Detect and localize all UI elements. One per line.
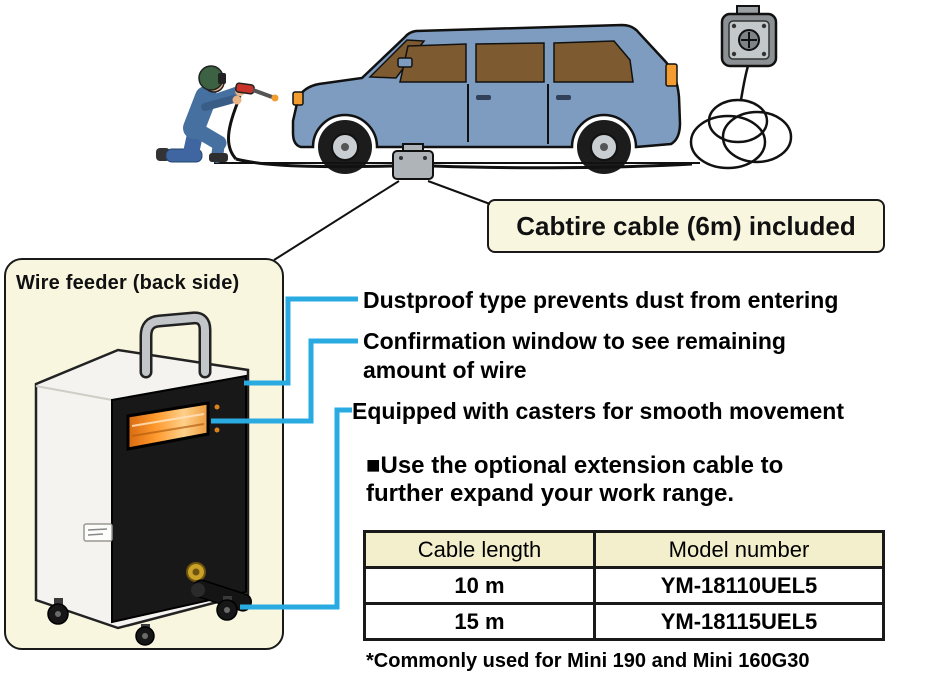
side-mirror [397,57,413,68]
leader-to-panel [273,180,400,261]
remote-control-device [720,5,778,68]
header-cable-length: Cable length [363,530,596,569]
cable-connector-box [273,143,491,261]
leader-to-callout [427,180,491,205]
front-wheel [318,120,372,174]
cell-length-15m: 15 m [363,602,596,641]
table-row-15m: 15 m YM-18115UEL5 [363,602,885,641]
feature-casters: Equipped with casters for smooth movemen… [352,398,845,424]
table-row-10m: 10 m YM-18110UEL5 [363,566,885,605]
tail-light [665,63,678,87]
cell-model-15m: YM-18115UEL5 [593,602,885,641]
coiled-cable [689,65,793,170]
worker-figure [156,65,279,163]
cell-length-10m: 10 m [363,566,596,605]
ground-and-cable [214,95,700,170]
welding-helmet [198,65,226,91]
front-window [399,43,467,83]
header-model-number: Model number [593,530,885,569]
rear-window [553,40,634,83]
table-header-row: Cable length Model number [363,530,885,569]
cell-model-10m: YM-18110UEL5 [593,566,885,605]
cabtire-callout-box: Cabtire cable (6m) included [487,199,885,253]
wire-feeder-label: Wire feeder (back side) [16,272,240,294]
wire-feeder-panel [4,258,284,650]
car-illustration [291,23,682,174]
feature-dustproof: Dustproof type prevents dust from enteri… [363,287,839,313]
middle-window [475,42,545,83]
cabtire-callout-text: Cabtire cable (6m) included [516,210,856,241]
extension-cable-table: Cable length Model number 10 m YM-18110U… [363,530,885,641]
welding-torch [235,82,279,102]
head-light [292,91,304,106]
feature-confirmation-window: Confirmation window to see remaining amo… [363,328,786,383]
device-dial [738,29,760,51]
windshield [368,39,426,79]
table-footnote: *Commonly used for Mini 190 and Mini 160… [366,650,810,672]
rear-wheel [577,120,631,174]
extension-heading: ■Use the optional extension cable to fur… [366,452,784,508]
